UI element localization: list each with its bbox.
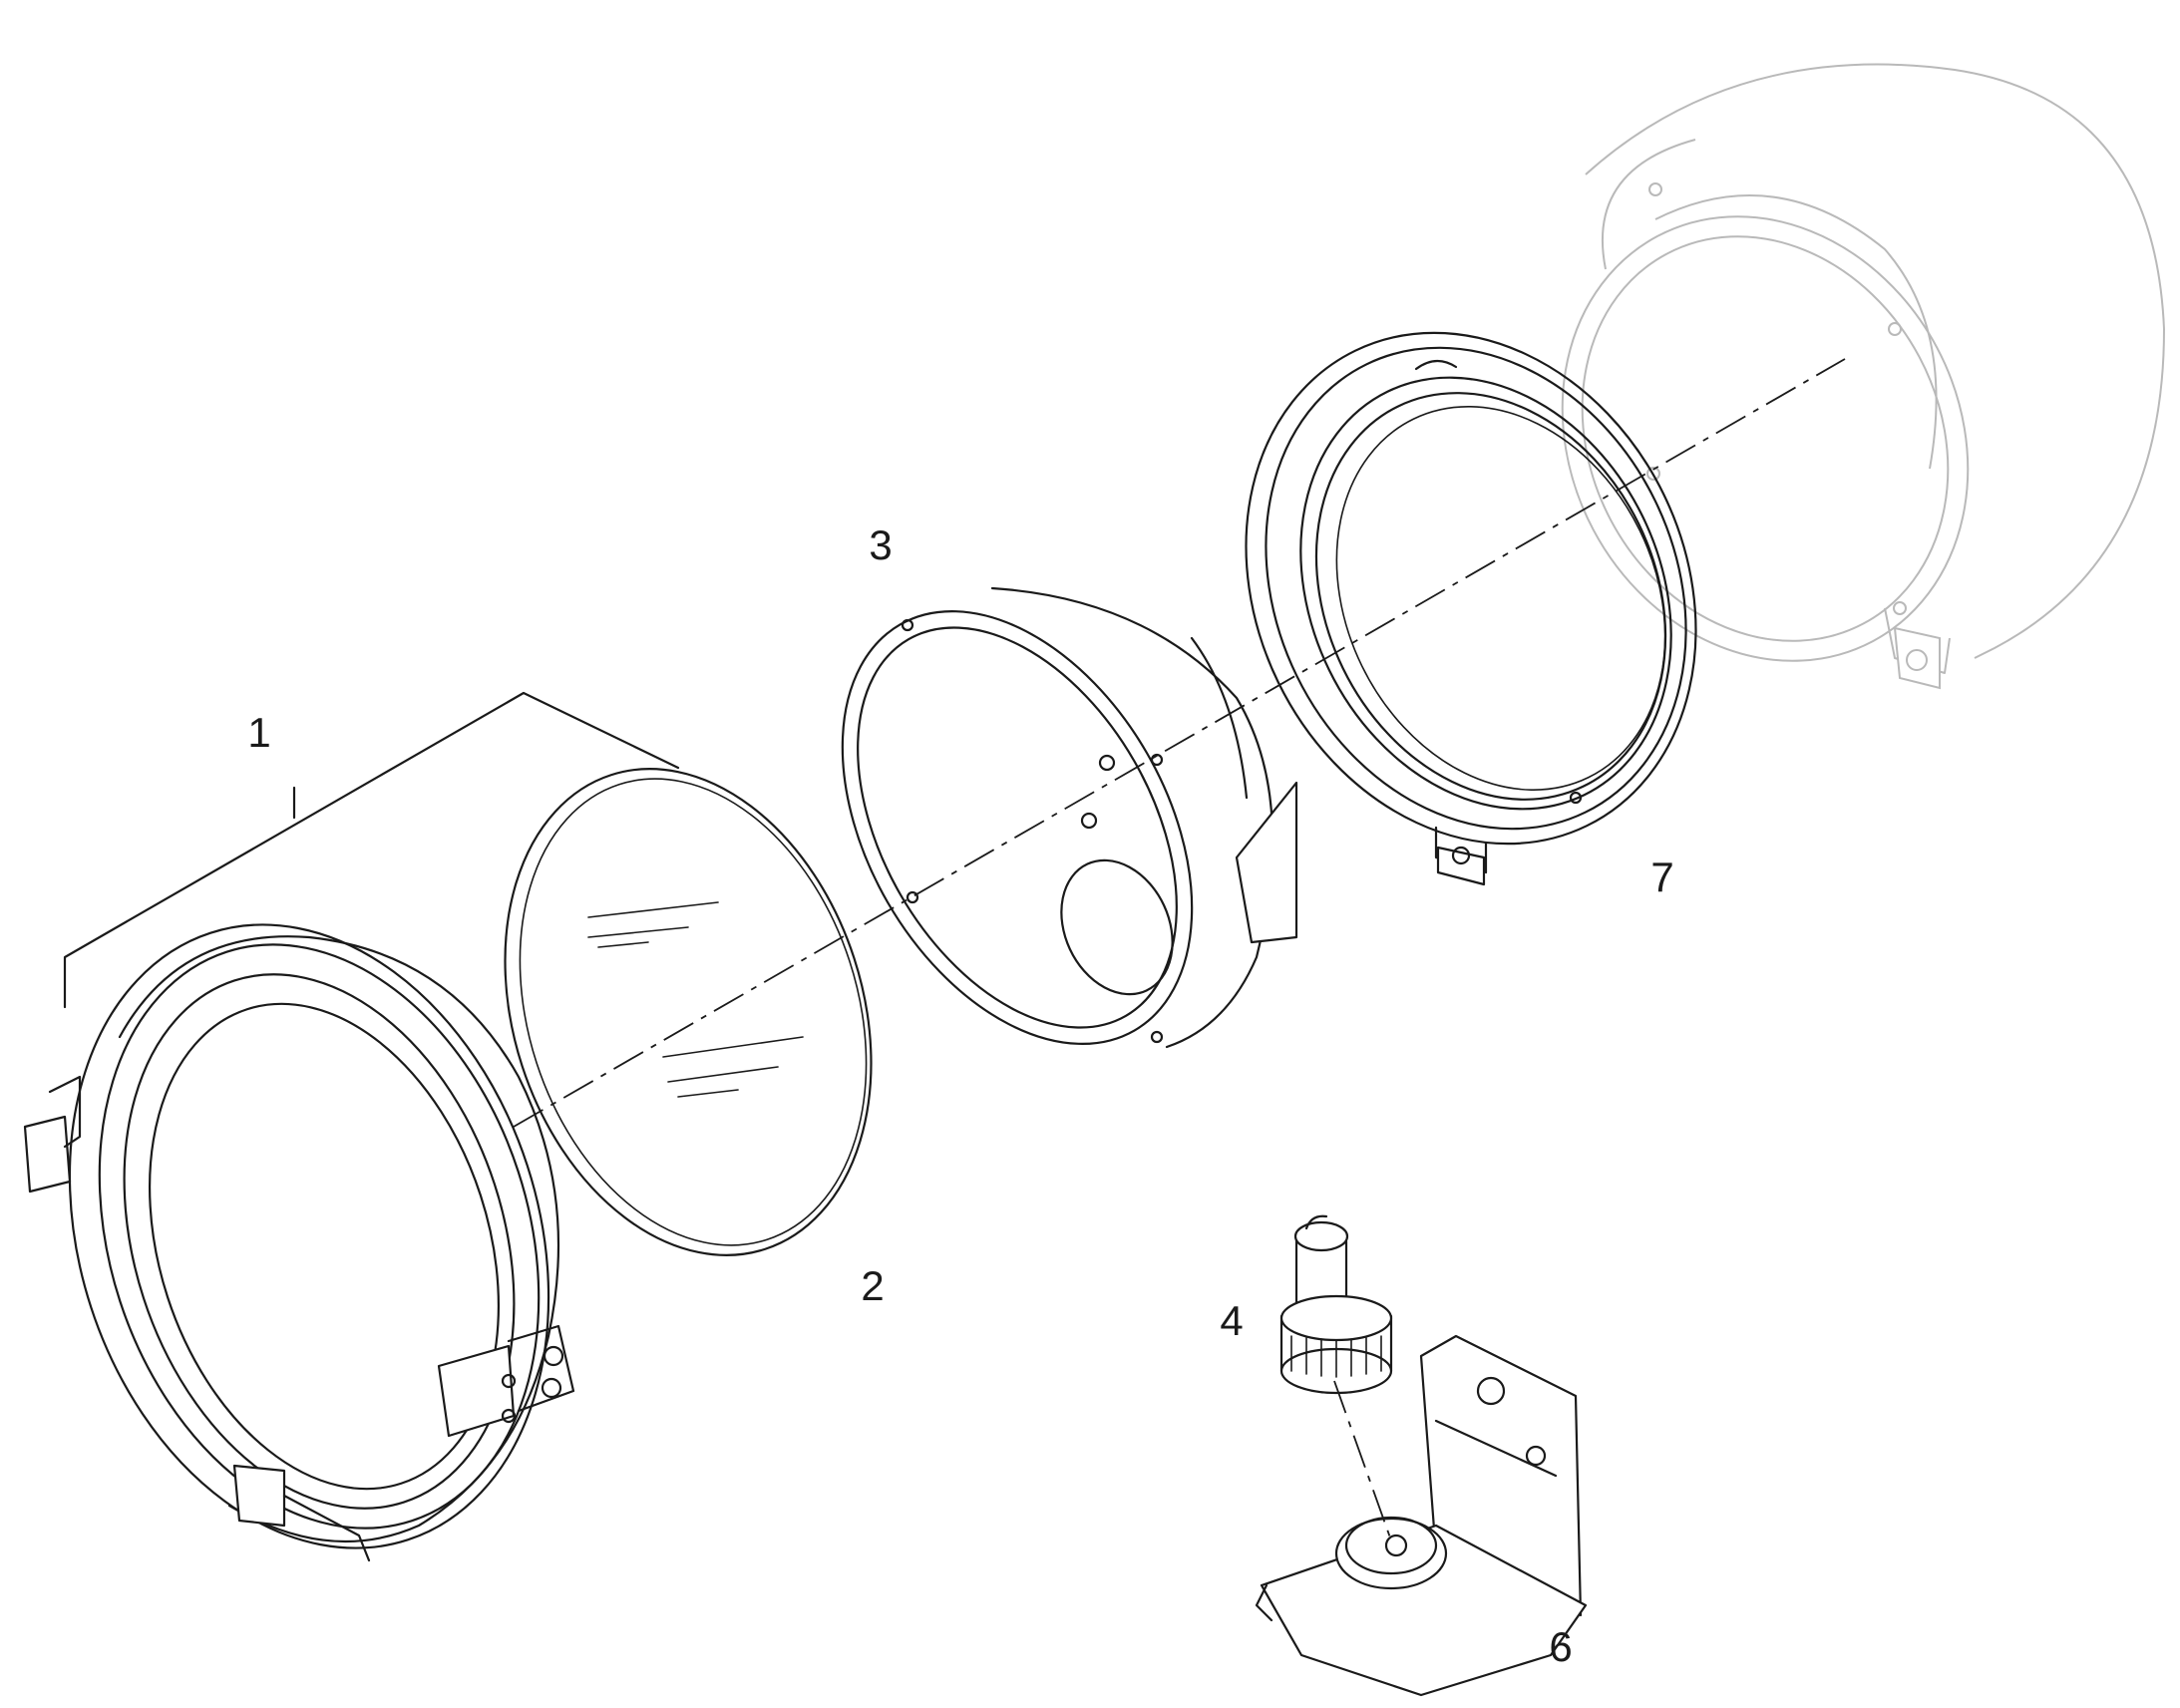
part-3-reflector — [841, 586, 1298, 1049]
callout-6: 6 — [1549, 1623, 1573, 1670]
part-4-connector — [1279, 1214, 1393, 1395]
callout-2: 2 — [861, 1262, 885, 1309]
part-7-mount-ring — [1245, 331, 1697, 886]
part-2-lens — [504, 768, 873, 1256]
part-1-bezel — [23, 691, 680, 1562]
callout-3: 3 — [869, 521, 893, 568]
callout-4: 4 — [1220, 1297, 1244, 1344]
callout-1: 1 — [247, 709, 271, 756]
assembly-axes — [513, 358, 1846, 1541]
part-6-bracket — [1255, 1334, 1588, 1697]
housing-ghost — [1561, 63, 2165, 690]
callout-7: 7 — [1650, 854, 1674, 900]
